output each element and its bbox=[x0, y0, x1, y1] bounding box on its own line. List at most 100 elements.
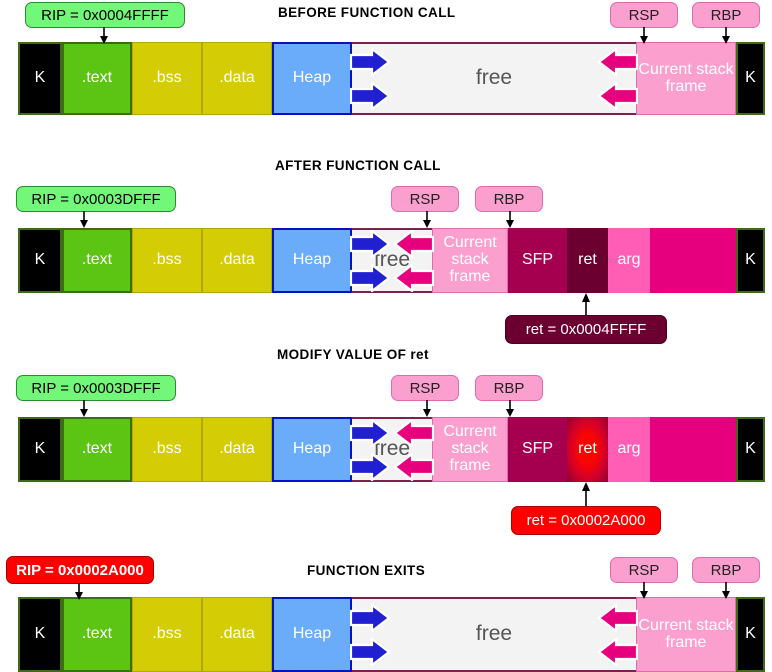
rip-callout-exits[interactable]: RIP = 0x0002A000 bbox=[6, 556, 154, 584]
bss-segment-after[interactable]: .bss bbox=[132, 228, 202, 293]
current-stack-frame-label: Current stack frame bbox=[443, 423, 497, 474]
ret-value-callout-after[interactable]: ret = 0x0004FFFF bbox=[505, 315, 667, 344]
rsp-callout-label: RSP bbox=[409, 190, 441, 208]
heap-segment-after[interactable]: Heap bbox=[272, 228, 352, 293]
heap-growth-arrow-up-icon bbox=[350, 419, 390, 447]
free-segment-before[interactable]: free bbox=[350, 42, 638, 115]
sfp-segment-label: SFP bbox=[521, 251, 554, 269]
rbp-callout-label: RBP bbox=[493, 379, 525, 397]
current-stack-frame-before[interactable]: Current stack frame bbox=[636, 42, 736, 115]
stack-growth-arrow-upper-icon bbox=[597, 48, 638, 76]
rbp-arrow-exits bbox=[722, 582, 730, 599]
rbp-callout-label: RBP bbox=[493, 190, 525, 208]
kernel-right-before[interactable]: K bbox=[736, 42, 765, 115]
memory-bar-exits: K .text .bss .data Heap free Current bbox=[18, 597, 765, 672]
rsp-arrow-before bbox=[640, 27, 648, 44]
rsp-callout-exits[interactable]: RSP bbox=[610, 557, 678, 583]
ret-segment-label: ret bbox=[578, 440, 597, 458]
rbp-arrow-modify bbox=[506, 400, 514, 417]
rip-arrow-before bbox=[100, 27, 108, 44]
kernel-left-after[interactable]: K bbox=[18, 228, 62, 293]
kernel-right-label: K bbox=[745, 440, 756, 458]
sfp-segment-modify[interactable]: SFP bbox=[508, 417, 567, 482]
rip-callout-modify[interactable]: RIP = 0x0003DFFF bbox=[16, 375, 176, 401]
current-stack-frame-label: Current stack frame bbox=[443, 234, 497, 285]
ret-value-arrow-modify bbox=[582, 482, 590, 506]
kernel-left-modify[interactable]: K bbox=[18, 417, 62, 482]
section-title-modify: MODIFY VALUE OF ret bbox=[277, 347, 429, 362]
current-stack-frame-after[interactable]: Current stack frame bbox=[432, 228, 508, 293]
rsp-callout-label: RSP bbox=[628, 561, 660, 579]
text-segment-exits[interactable]: .text bbox=[62, 597, 132, 672]
rbp-callout-modify[interactable]: RBP bbox=[475, 375, 543, 401]
rbp-callout-before[interactable]: RBP bbox=[692, 2, 760, 28]
arg-segment-after[interactable]: arg bbox=[608, 228, 650, 293]
kernel-left-exits[interactable]: K bbox=[18, 597, 62, 672]
heap-segment-modify[interactable]: Heap bbox=[272, 417, 352, 482]
rbp-callout-after[interactable]: RBP bbox=[475, 186, 543, 212]
used-stack-segment-modify[interactable] bbox=[650, 417, 736, 482]
rbp-arrow-after bbox=[506, 211, 514, 228]
heap-growth-arrow-up-icon bbox=[350, 48, 390, 76]
bss-segment-label: .bss bbox=[152, 440, 182, 458]
bss-segment-exits[interactable]: .bss bbox=[132, 597, 202, 672]
rip-callout-before[interactable]: RIP = 0x0004FFFF bbox=[25, 2, 185, 28]
heap-growth-arrow-up-icon bbox=[350, 230, 390, 258]
rsp-callout-modify[interactable]: RSP bbox=[391, 375, 459, 401]
kernel-left-before[interactable]: K bbox=[18, 42, 62, 115]
sfp-segment-after[interactable]: SFP bbox=[508, 228, 567, 293]
ret-segment-after[interactable]: ret bbox=[567, 228, 608, 293]
data-segment-exits[interactable]: .data bbox=[202, 597, 272, 672]
kernel-right-after[interactable]: K bbox=[736, 228, 765, 293]
heap-segment-before[interactable]: Heap bbox=[272, 42, 352, 115]
rip-callout-label: RIP = 0x0002A000 bbox=[16, 561, 144, 579]
free-segment-exits[interactable]: free bbox=[350, 597, 638, 672]
heap-segment-label: Heap bbox=[292, 69, 332, 87]
kernel-right-exits[interactable]: K bbox=[736, 597, 765, 672]
bss-segment-label: .bss bbox=[152, 625, 182, 643]
rip-arrow-after bbox=[80, 211, 88, 228]
used-stack-segment-after[interactable] bbox=[650, 228, 736, 293]
rbp-callout-label: RBP bbox=[710, 561, 742, 579]
text-segment-label: .text bbox=[81, 69, 113, 87]
bss-segment-before[interactable]: .bss bbox=[132, 42, 202, 115]
section-title-before: BEFORE FUNCTION CALL bbox=[278, 5, 456, 20]
arg-segment-modify[interactable]: arg bbox=[608, 417, 650, 482]
data-segment-label: .data bbox=[219, 69, 255, 87]
data-segment-before[interactable]: .data bbox=[202, 42, 272, 115]
bss-segment-modify[interactable]: .bss bbox=[132, 417, 202, 482]
text-segment-before[interactable]: .text bbox=[62, 42, 132, 115]
free-segment-label: free bbox=[475, 66, 513, 90]
data-segment-after[interactable]: .data bbox=[202, 228, 272, 293]
rsp-callout-label: RSP bbox=[409, 379, 441, 397]
rip-callout-after[interactable]: RIP = 0x0003DFFF bbox=[16, 186, 176, 212]
free-segment-after[interactable]: free bbox=[350, 228, 434, 293]
kernel-right-modify[interactable]: K bbox=[736, 417, 765, 482]
text-segment-label: .text bbox=[81, 625, 113, 643]
heap-segment-label: Heap bbox=[292, 440, 332, 458]
ret-segment-modify[interactable]: ret bbox=[567, 417, 608, 482]
ret-value-callout-modify[interactable]: ret = 0x0002A000 bbox=[511, 506, 661, 535]
section-title-after: AFTER FUNCTION CALL bbox=[275, 158, 441, 173]
stack-growth-arrow-lower-icon bbox=[597, 638, 638, 666]
current-stack-frame-modify[interactable]: Current stack frame bbox=[432, 417, 508, 482]
text-segment-after[interactable]: .text bbox=[62, 228, 132, 293]
heap-growth-arrow-down-icon bbox=[350, 264, 390, 292]
rsp-callout-after[interactable]: RSP bbox=[391, 186, 459, 212]
heap-segment-exits[interactable]: Heap bbox=[272, 597, 352, 672]
heap-segment-label: Heap bbox=[292, 625, 332, 643]
arg-segment-label: arg bbox=[617, 440, 641, 458]
text-segment-modify[interactable]: .text bbox=[62, 417, 132, 482]
kernel-right-label: K bbox=[745, 251, 756, 269]
data-segment-modify[interactable]: .data bbox=[202, 417, 272, 482]
ret-value-callout-label: ret = 0x0002A000 bbox=[526, 512, 646, 529]
section-title-exits: FUNCTION EXITS bbox=[307, 563, 426, 578]
rbp-callout-exits[interactable]: RBP bbox=[692, 557, 760, 583]
heap-growth-arrow-down-icon bbox=[350, 453, 390, 481]
free-segment-modify[interactable]: free bbox=[350, 417, 434, 482]
arg-segment-label: arg bbox=[617, 251, 641, 269]
kernel-left-label: K bbox=[34, 69, 46, 87]
current-stack-frame-exits[interactable]: Current stack frame bbox=[636, 597, 736, 672]
stack-growth-arrow-lower-icon bbox=[597, 82, 638, 110]
rsp-callout-before[interactable]: RSP bbox=[610, 2, 678, 28]
